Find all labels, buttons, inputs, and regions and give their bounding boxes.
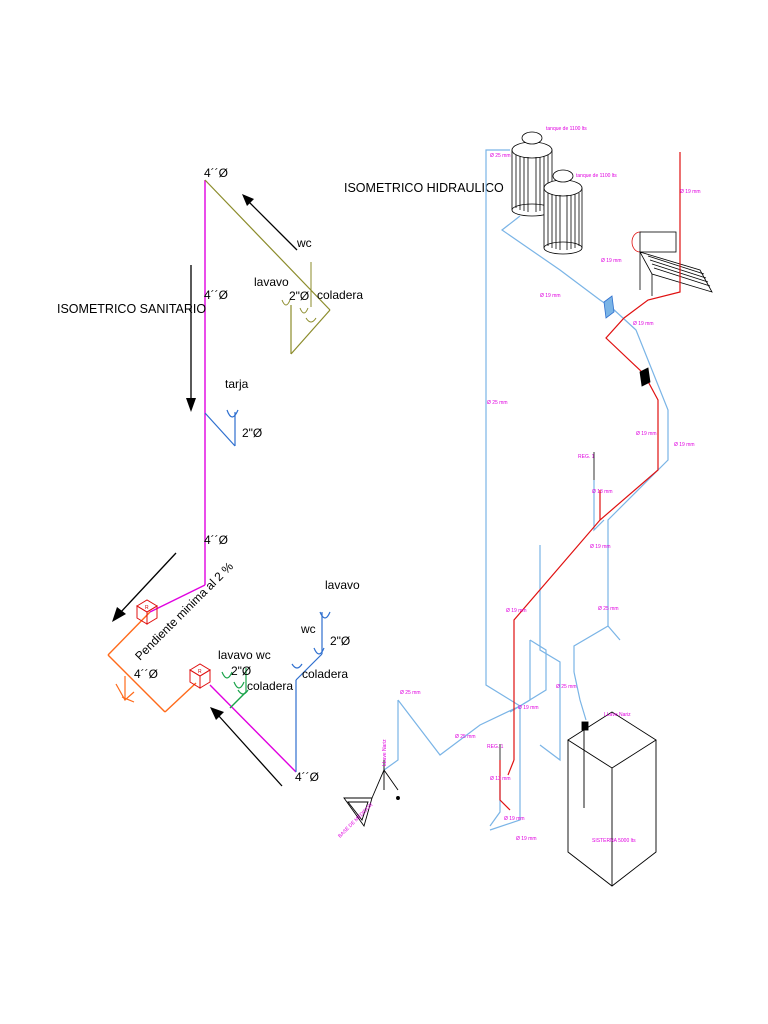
title-sanitario: ISOMETRICO SANITARIO	[57, 302, 206, 316]
arrow-shaft-olive	[246, 199, 298, 251]
label-d2-top: 2"Ø	[289, 289, 309, 303]
blue-right-1	[295, 653, 323, 681]
label-reg1-a: REG. 1	[578, 454, 595, 460]
arrow-head-vertical	[186, 398, 196, 412]
label-d2-right: 2"Ø	[330, 634, 350, 648]
orange-outlet	[115, 683, 135, 701]
label-d25-c: Ø 25 mm	[598, 606, 619, 612]
label-d2-tarja: 2"Ø	[242, 426, 262, 440]
magenta-lower-1	[209, 684, 297, 773]
label-llave-a: LLave Nariz	[604, 712, 631, 718]
label-d25-a: Ø 25 mm	[490, 153, 511, 159]
label-d25-f: Ø 25 mm	[455, 734, 476, 740]
green-1	[229, 691, 247, 709]
stack-to-box	[149, 584, 206, 613]
orange-3	[164, 682, 197, 713]
label-d19-h: Ø 19 mm	[506, 608, 527, 614]
label-d4-low: 4´´Ø	[204, 533, 228, 547]
label-d19-e: Ø 19 mm	[636, 431, 657, 437]
label-d19-b: Ø 19 mm	[601, 258, 622, 264]
lavavo-fixture-top	[281, 299, 291, 306]
coladera-fixture-top	[305, 317, 317, 323]
lavavo-fixture-low	[221, 671, 233, 679]
label-d13-b: Ø 13 mm	[490, 776, 511, 782]
label-cistern: SISTERNA 5000 lts	[592, 838, 636, 844]
registro-label-left: R	[145, 605, 149, 611]
arrow-head-olive	[242, 194, 254, 206]
valve-cold	[603, 295, 615, 319]
label-coladera-low-left: coladera	[247, 679, 293, 693]
label-d19-f: Ø 19 mm	[674, 442, 695, 448]
registro-label-right: R	[198, 669, 202, 675]
label-reg1-b: REG. 1	[487, 744, 504, 750]
coladera-fixture-low	[237, 689, 249, 695]
label-d19-a: Ø 19 mm	[680, 189, 701, 195]
label-d19-c: Ø 19 mm	[540, 293, 561, 299]
label-lavavo-right: lavavo	[325, 578, 360, 592]
arrow-shaft-bottom	[217, 714, 283, 787]
orange-2	[107, 654, 166, 713]
registro-box-right	[189, 663, 211, 689]
valve-hot	[639, 367, 651, 387]
tank-2	[543, 169, 583, 255]
coladera-fixture-right	[291, 663, 303, 669]
label-d4-left: 4´´Ø	[134, 667, 158, 681]
title-hidraulico: ISOMETRICO HIDRAULICO	[344, 181, 504, 195]
arrow-head-bottom	[210, 707, 224, 720]
orange-1	[107, 611, 151, 656]
label-coladera-top: coladera	[317, 288, 363, 302]
cistern	[567, 711, 657, 887]
wc-fixture-top	[299, 307, 309, 314]
solar-heater	[631, 231, 713, 296]
wc-fixture-right	[313, 647, 325, 655]
label-coladera-right: coladera	[302, 667, 348, 681]
tarja-branch-1	[204, 412, 236, 447]
label-d19-k: Ø 19 mm	[516, 836, 537, 842]
label-d25-b: Ø 25 mm	[487, 400, 508, 406]
label-llave-b: LLave Nariz	[382, 739, 388, 766]
registro-box-left	[136, 599, 158, 625]
label-d2-low-left: 2"Ø	[231, 664, 251, 678]
label-tank-1: tanque de 1100 lts	[546, 126, 587, 132]
label-d19-d: Ø 19 mm	[633, 321, 654, 327]
label-lavavo-top: lavavo	[254, 275, 289, 289]
tarja-fixture	[226, 409, 239, 418]
label-d4-top: 4´´Ø	[204, 166, 228, 180]
label-d4-mid: 4´´Ø	[204, 288, 228, 302]
label-d4-bottom: 4´´Ø	[295, 770, 319, 784]
wc-fixture-low	[233, 681, 245, 689]
label-wc-right: wc	[300, 622, 316, 636]
label-d19-g: Ø 19 mm	[590, 544, 611, 550]
label-d19-i: Ø 19 mm	[518, 705, 539, 711]
label-wc-top: wc	[296, 236, 312, 250]
label-d25-e: Ø 25 mm	[400, 690, 421, 696]
meter-base	[343, 760, 400, 828]
sanitario-diagram: R R ISOMETRICO SANITARIO 4´´Ø wc lavavo …	[57, 166, 363, 787]
hidraulico-diagram: ISOMETRICO HIDRAULICO tanque de 1100 lts…	[337, 126, 713, 887]
cold-water-piping	[383, 149, 669, 831]
label-d19-j: Ø 19 mm	[504, 816, 525, 822]
arrow-head-left	[112, 607, 126, 622]
olive-branch-1	[204, 179, 331, 311]
label-d25-d: Ø 25 mm	[556, 684, 577, 690]
label-tank-2: tanque de 1100 lts	[576, 173, 617, 179]
label-d13-a: Ø 13 mm	[592, 489, 613, 495]
arrow-shaft-left	[119, 552, 177, 614]
label-tarja: tarja	[225, 377, 249, 391]
lavavo-fixture-right	[319, 611, 331, 619]
label-lavavo-wc: lavavo wc	[218, 648, 271, 662]
orange-outlet-b	[121, 696, 135, 703]
olive-branch-2	[290, 309, 331, 355]
